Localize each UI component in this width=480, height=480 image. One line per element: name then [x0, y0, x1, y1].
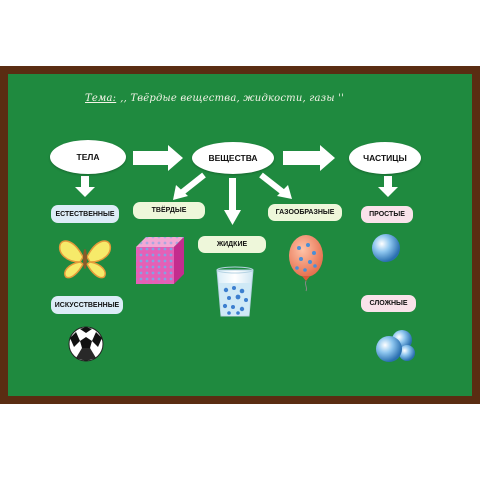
- node-prostye: ПРОСТЫЕ: [361, 206, 413, 223]
- topic-title: Тема:,, Твёрдые вещества, жидкости, газы…: [85, 93, 344, 104]
- arrow-chastitsy-down: [378, 176, 398, 197]
- water-glass-icon: [216, 266, 254, 317]
- arrow-tela-down: [75, 176, 95, 197]
- node-slozhnye: СЛОЖНЫЕ: [361, 295, 416, 312]
- arrow-to-tverdye: [173, 172, 206, 200]
- sphere-icon: [372, 234, 400, 262]
- butterfly-icon: [58, 240, 112, 279]
- arrow-veshchestva-to-chastitsy: [283, 145, 335, 171]
- topic-text: ,, Твёрдые вещества, жидкости, газы '': [120, 93, 344, 104]
- molecule-icon: [376, 330, 415, 362]
- node-tverdye: ТВЁРДЫЕ: [133, 202, 205, 219]
- soccer-ball-icon: [68, 326, 104, 362]
- node-tela: ТЕЛА: [50, 140, 126, 174]
- node-veshchestva: ВЕЩЕСТВА: [192, 142, 274, 174]
- node-estestvennye: ЕСТЕСТВЕННЫЕ: [51, 205, 119, 223]
- node-iskusstvennye: ИСКУССТВЕННЫЕ: [51, 296, 123, 314]
- node-zhidkie: ЖИДКИЕ: [198, 236, 266, 253]
- node-chastitsy: ЧАСТИЦЫ: [349, 142, 421, 174]
- arrow-tela-to-veshchestva: [133, 145, 183, 171]
- arrow-to-zhidkie: [224, 178, 241, 225]
- arrow-to-gazoobraznye: [259, 172, 292, 199]
- node-gazoobraznye: ГАЗООБРАЗНЫЕ: [268, 204, 342, 221]
- balloon-icon: [289, 235, 323, 292]
- topic-label: Тема:: [85, 93, 117, 104]
- cube-icon: [136, 237, 184, 284]
